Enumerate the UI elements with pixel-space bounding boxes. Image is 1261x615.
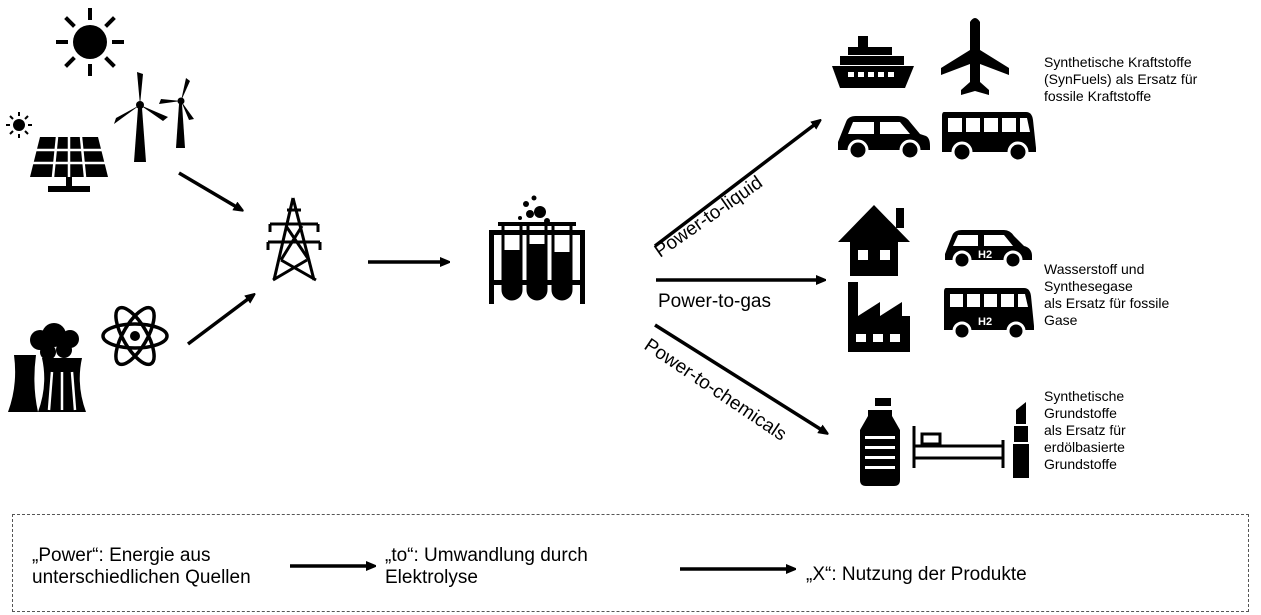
label-power-to-gas: Power-to-gas: [658, 291, 771, 312]
wind-turbine-icon: [114, 72, 194, 162]
h2-label: H2: [978, 249, 992, 261]
test-tubes-icon: [489, 195, 585, 304]
hydrogen-car-icon: H2: [945, 230, 1032, 270]
atom-icon: [101, 305, 169, 367]
desc-chemicals: Synthetische Grundstoffe als Ersatz für …: [1044, 388, 1126, 473]
airplane-icon: [941, 18, 1009, 95]
legend-x: „X“: Nutzung der Produkte: [806, 564, 1027, 585]
arrow-renewables-to-grid: [178, 171, 240, 209]
label-power-to-chemicals: Power-to-chemicals: [640, 335, 790, 446]
arrow-nuclear-to-grid: [186, 296, 252, 346]
label-power-to-liquid: Power-to-liquid: [651, 172, 767, 262]
solar-panel-icon: [6, 112, 108, 192]
legend-power: „Power“: Energie aus unterschiedlichen Q…: [32, 545, 251, 588]
desc-synfuels: Synthetische Kraftstoffe (SynFuels) als …: [1044, 54, 1198, 105]
desc-hydrogen: Wasserstoff und Synthesegase als Ersatz …: [1044, 261, 1170, 329]
power-pylon-icon: [266, 197, 322, 282]
bus-icon: [942, 112, 1036, 163]
car-icon: [838, 116, 930, 161]
flow-arrows: [178, 122, 825, 569]
arrow-power-to-chemicals: [654, 323, 825, 432]
lipstick-icon: [1013, 402, 1029, 478]
legend-to: „to“: Umwandlung durch Elektrolyse: [385, 545, 588, 588]
arrow-power-to-liquid: [653, 122, 818, 248]
legend-box: [12, 514, 1249, 612]
bottle-icon: [860, 398, 900, 486]
factory-icon: [848, 282, 910, 352]
hydrogen-bus-icon: H2: [944, 288, 1034, 341]
h2-label: H2: [978, 316, 992, 328]
house-icon: [838, 205, 910, 276]
sun-icon: [56, 8, 124, 76]
nuclear-plant-icon: [8, 323, 86, 412]
ship-icon: [832, 36, 914, 88]
bed-icon: [912, 426, 1005, 468]
